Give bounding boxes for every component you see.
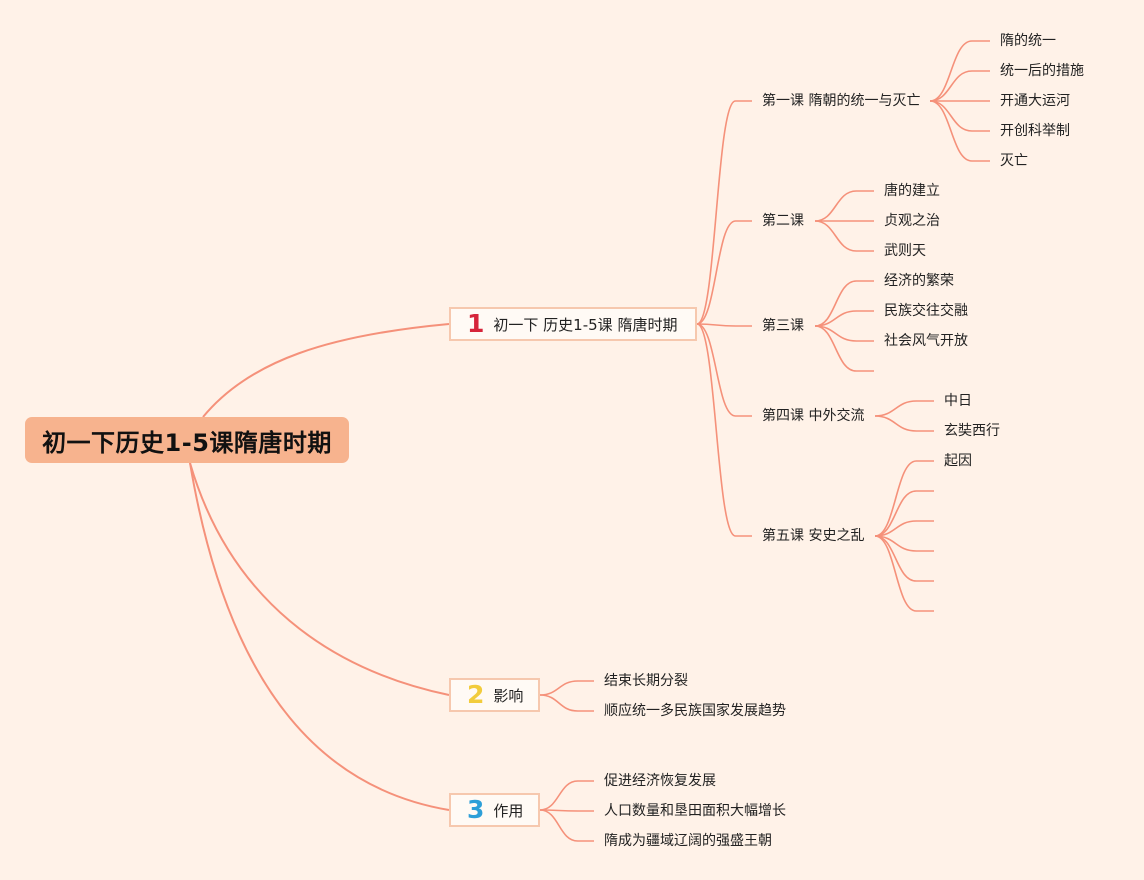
branch-1-topic[interactable]: 1 初一下 历史1-5课 隋唐时期 (449, 307, 697, 341)
lesson-1-item[interactable]: 灭亡 (1000, 153, 1028, 169)
branch-3-item[interactable]: 隋成为疆域辽阔的强盛王朝 (604, 833, 772, 849)
lesson-2-item[interactable]: 唐的建立 (884, 183, 940, 199)
number-2-icon: 2 (467, 680, 485, 709)
lesson-2-topic[interactable]: 第二课 (762, 213, 804, 229)
lesson-1-line (929, 40, 990, 102)
branch-1-line (696, 323, 752, 327)
branch-2-item[interactable]: 结束长期分裂 (604, 673, 688, 689)
lesson-5-line (874, 460, 934, 537)
branch-3-label: 作用 (493, 801, 524, 820)
lesson-3-line (814, 280, 874, 327)
lesson-4-line (874, 415, 934, 432)
branch-3-item[interactable]: 促进经济恢复发展 (604, 773, 716, 789)
lesson-1-item[interactable]: 开创科举制 (1000, 123, 1070, 139)
lesson-4-topic[interactable]: 第四课 中外交流 (762, 408, 865, 424)
lesson-3-line (814, 310, 874, 327)
lesson-5-topic[interactable]: 第五课 安史之乱 (762, 528, 865, 544)
lesson-1-item[interactable]: 统一后的措施 (1000, 63, 1084, 79)
lesson-4-item[interactable]: 玄奘西行 (944, 423, 1000, 439)
lesson-1-line (929, 100, 990, 162)
lesson-3-topic[interactable]: 第三课 (762, 318, 804, 334)
number-1-icon: 1 (467, 309, 485, 338)
lesson-3-item[interactable]: 社会风气开放 (884, 333, 968, 349)
lesson-1-line (929, 70, 990, 102)
lesson-3-item[interactable]: 民族交往交融 (884, 303, 968, 319)
branch-1-line (696, 220, 752, 325)
lesson-2-line (814, 220, 874, 252)
lesson-2-item[interactable]: 武则天 (884, 243, 926, 259)
root-branch-line (189, 462, 450, 811)
lesson-5-line (874, 535, 934, 612)
lesson-5-line (874, 490, 934, 537)
root-topic[interactable]: 初一下历史1-5课隋唐时期 (25, 417, 349, 463)
branch-1-line (696, 100, 752, 325)
lesson-1-item[interactable]: 隋的统一 (1000, 33, 1056, 49)
lesson-5-line (874, 520, 934, 537)
branch-2-label: 影响 (493, 686, 524, 705)
lesson-1-line (929, 100, 990, 132)
branch-3-item[interactable]: 人口数量和垦田面积大幅增长 (604, 803, 786, 819)
lesson-1-topic[interactable]: 第一课 隋朝的统一与灭亡 (762, 93, 921, 109)
root-branch-line (202, 323, 450, 418)
branch-1-label: 初一下 历史1-5课 隋唐时期 (493, 315, 678, 334)
root-branch-line (189, 462, 450, 696)
number-3-icon: 3 (467, 795, 485, 824)
branch-3-line (539, 809, 594, 812)
lesson-2-line (814, 190, 874, 222)
lesson-4-item[interactable]: 中日 (944, 393, 972, 409)
lesson-3-item[interactable]: 经济的繁荣 (884, 273, 954, 289)
branch-1-line (696, 323, 752, 537)
branch-2-line (539, 680, 594, 696)
branch-1-line (696, 323, 752, 417)
lesson-2-item[interactable]: 贞观之治 (884, 213, 940, 229)
branch-3-topic[interactable]: 3 作用 (449, 793, 540, 827)
branch-2-topic[interactable]: 2 影响 (449, 678, 540, 712)
branch-3-line (539, 809, 594, 842)
branch-3-line (539, 780, 594, 811)
lesson-5-item[interactable]: 起因 (944, 453, 972, 469)
lesson-3-line (814, 325, 874, 342)
lesson-4-line (874, 400, 934, 417)
lesson-1-item[interactable]: 开通大运河 (1000, 93, 1070, 109)
lesson-3-line (814, 325, 874, 372)
lesson-5-line (874, 535, 934, 552)
branch-2-item[interactable]: 顺应统一多民族国家发展趋势 (604, 703, 786, 719)
branch-2-line (539, 694, 594, 712)
